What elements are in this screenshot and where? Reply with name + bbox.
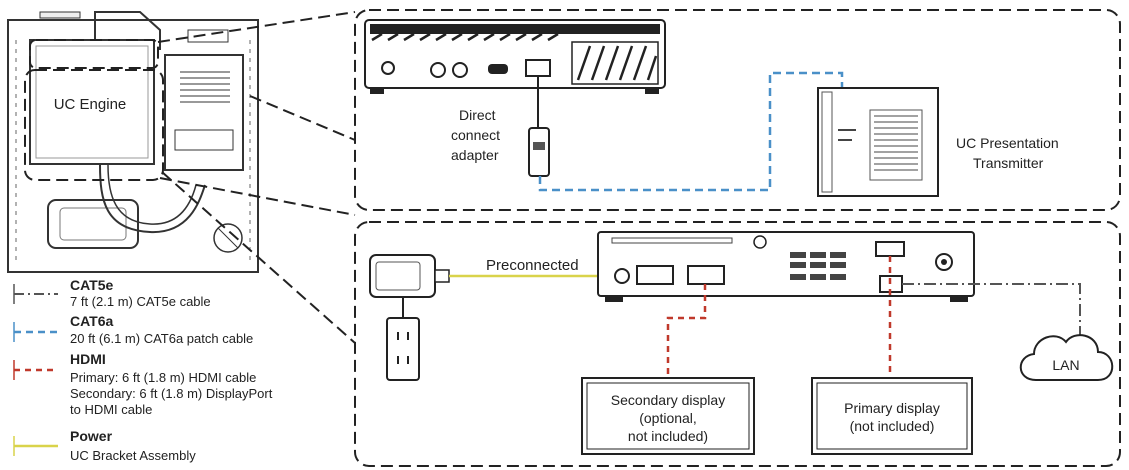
legend-hdmi-desc-1: Primary: 6 ft (1.8 m) HDMI cable bbox=[70, 370, 256, 385]
legend-cat6a: CAT6a 20 ft (6.1 m) CAT6a patch cable bbox=[13, 313, 253, 346]
transmitter-label-1: UC Presentation bbox=[956, 135, 1059, 151]
legend-cat6a-title: CAT6a bbox=[70, 313, 114, 329]
primary-display-label-1: Primary display bbox=[844, 400, 940, 416]
primary-display bbox=[811, 377, 973, 455]
lan-cloud-icon bbox=[1019, 334, 1114, 381]
transmitter-label-2: Transmitter bbox=[973, 155, 1044, 171]
bottom-detail-panel bbox=[354, 221, 1121, 467]
secondary-display-label-1: Secondary display bbox=[611, 392, 725, 408]
cat5e-cable bbox=[902, 283, 1081, 340]
zoom-lines bbox=[157, 11, 356, 344]
secondary-display-label-2: (optional, bbox=[639, 410, 697, 426]
legend-hdmi-desc-3: to HDMI cable bbox=[70, 402, 152, 417]
uc-engine-front bbox=[364, 19, 666, 94]
legend-cat5e: CAT5e 7 ft (2.1 m) CAT5e cable bbox=[13, 277, 211, 309]
direct-connect-label-2: connect bbox=[451, 127, 500, 143]
direct-connect-label-3: adapter bbox=[451, 147, 499, 163]
power-brick bbox=[369, 254, 450, 318]
lan-label: LAN bbox=[1052, 357, 1079, 373]
legend-power-desc: UC Bracket Assembly bbox=[70, 448, 196, 463]
uc-engine-rear bbox=[597, 231, 975, 302]
cat6a-cable bbox=[538, 71, 844, 192]
bracket-assembly bbox=[7, 11, 259, 273]
uc-engine-label: UC Engine bbox=[54, 96, 127, 113]
presentation-transmitter bbox=[817, 87, 939, 197]
wall-outlet bbox=[386, 317, 420, 381]
primary-display-label-2: (not included) bbox=[850, 418, 935, 434]
legend-power: Power UC Bracket Assembly bbox=[13, 428, 196, 463]
legend-hdmi-title: HDMI bbox=[70, 351, 106, 367]
legend-cat5e-desc: 7 ft (2.1 m) CAT5e cable bbox=[70, 294, 211, 309]
direct-connect-adapter bbox=[528, 76, 550, 177]
legend-cat6a-desc: 20 ft (6.1 m) CAT6a patch cable bbox=[70, 331, 253, 346]
legend-cat5e-title: CAT5e bbox=[70, 277, 114, 293]
secondary-display bbox=[581, 377, 755, 455]
top-detail-panel bbox=[354, 9, 1121, 211]
hdmi-secondary-cable bbox=[666, 284, 707, 378]
legend-hdmi: HDMI Primary: 6 ft (1.8 m) HDMI cable Se… bbox=[13, 351, 273, 417]
direct-connect-label-1: Direct bbox=[459, 107, 496, 123]
secondary-display-label-3: not included) bbox=[628, 428, 708, 444]
legend: CAT5e 7 ft (2.1 m) CAT5e cable CAT6a 20 … bbox=[13, 277, 273, 463]
legend-hdmi-desc-2: Secondary: 6 ft (1.8 m) DisplayPort bbox=[70, 386, 273, 401]
preconnected-label: Preconnected bbox=[486, 257, 579, 274]
legend-power-title: Power bbox=[70, 428, 113, 444]
